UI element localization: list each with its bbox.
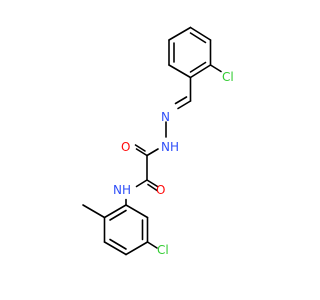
atom-o-upper: O <box>121 140 130 154</box>
molecule-structure: Cl N NH O O NH Cl <box>82 26 234 257</box>
molecule-canvas: Cl N NH O O NH Cl <box>82 26 234 257</box>
atom-n-hydrazone: N <box>161 110 170 124</box>
bond-c-cl-top <box>209 64 222 73</box>
bond-c-o-upper-double <box>134 144 148 157</box>
top-benzene-ring <box>168 26 212 79</box>
bond-methyl <box>82 204 106 219</box>
atom-nh-amide: NH <box>113 183 131 197</box>
atom-cl-top: Cl <box>222 70 234 84</box>
bond-carbonyl-nh <box>135 179 148 188</box>
atom-nh-hydrazide: NH <box>161 140 179 154</box>
bond-c-o-lower-double <box>146 179 159 192</box>
bond-nh-carbonyl <box>146 148 159 157</box>
bond-ch-n-double <box>174 96 192 110</box>
atom-o-lower: O <box>156 183 165 197</box>
bond-c-cl-bottom <box>146 241 158 249</box>
atom-cl-bottom: Cl <box>157 243 169 257</box>
bottom-benzene-ring <box>103 204 149 256</box>
